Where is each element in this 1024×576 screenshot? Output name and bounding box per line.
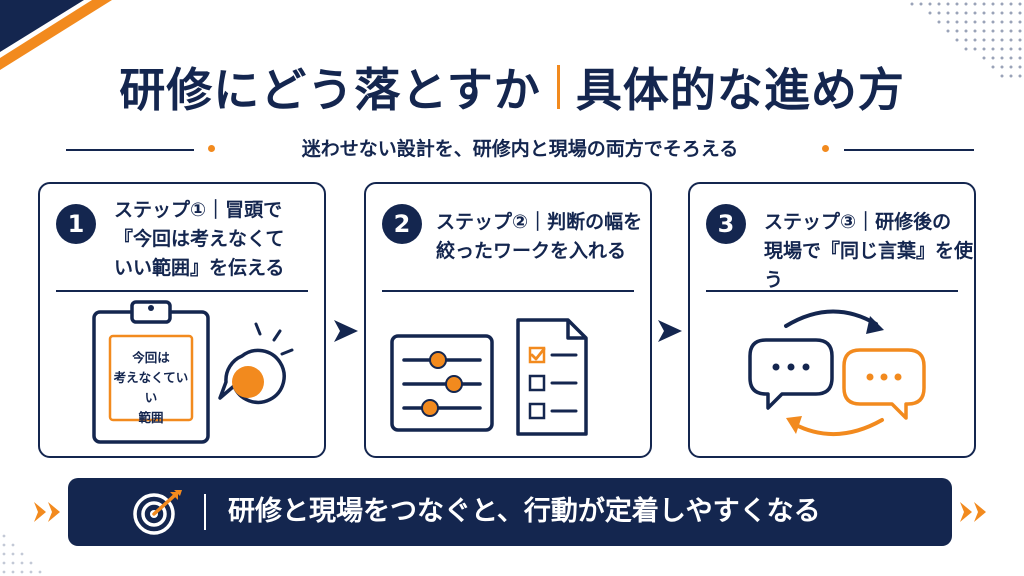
title-right: 具体的な進め方	[575, 63, 905, 117]
target-icon	[133, 490, 182, 535]
sliders-icon	[390, 334, 494, 432]
chevrons-right-icon	[960, 502, 986, 522]
step-card-2: 2 ステップ②｜判断の幅を 絞ったワークを入れる	[364, 182, 652, 458]
summary-banner: 研修と現場をつなぐと、行動が定着しやすくなる	[68, 478, 952, 546]
arrow-right-icon	[658, 320, 682, 342]
arrow-right-icon	[334, 320, 358, 342]
dot-pattern	[910, 2, 1022, 78]
banner-text: 研修と現場をつなぐと、行動が定着しやすくなる	[228, 496, 821, 527]
step-number-3: 3	[706, 204, 746, 244]
title-left: 研修にどう落とすか	[119, 63, 541, 117]
subtitle: 迷わせない設計を、研修内と現場の両方でそろえる	[301, 138, 739, 160]
corner-decoration	[0, 0, 112, 70]
dot-pattern-bottom	[2, 534, 42, 574]
chat-bubbles-icon	[748, 309, 926, 436]
page-title: 研修にどう落とすか 具体的な進め方	[0, 52, 1024, 122]
subtitle-dot-right	[822, 145, 829, 152]
clipboard-text: 今回は 考えなくていい 範囲	[113, 350, 189, 425]
step-card-1: 1 ステップ①｜冒頭で 『今回は考えなくて いい範囲』を伝える 今回は 考えなく…	[38, 182, 326, 458]
step-number-1: 1	[56, 204, 96, 244]
sliders-and-checklist	[390, 318, 588, 436]
step-title-2: ステップ②｜判断の幅を 絞ったワークを入れる	[436, 211, 643, 262]
banner-separator	[204, 494, 206, 530]
subtitle-row: 迷わせない設計を、研修内と現場の両方でそろえる	[66, 134, 974, 164]
title-separator	[556, 65, 560, 109]
step-number-2: 2	[382, 204, 422, 244]
step-divider-3	[706, 290, 958, 292]
step-card-3: 3 ステップ③｜研修後の 現場で『同じ言葉』を使う	[688, 182, 976, 458]
step-divider-2	[382, 290, 634, 292]
subtitle-line-left	[66, 149, 194, 151]
subtitle-line-right	[844, 149, 974, 151]
step-title-3: ステップ③｜研修後の 現場で『同じ言葉』を使う	[764, 211, 974, 291]
checklist-icon	[516, 318, 588, 436]
step-title-1: ステップ①｜冒頭で 『今回は考えなくて いい範囲』を伝える	[114, 199, 285, 279]
clipboard-icon	[92, 300, 294, 444]
chevrons-right-icon	[34, 502, 60, 522]
subtitle-dot-left	[208, 145, 215, 152]
step-divider-1	[56, 290, 308, 292]
